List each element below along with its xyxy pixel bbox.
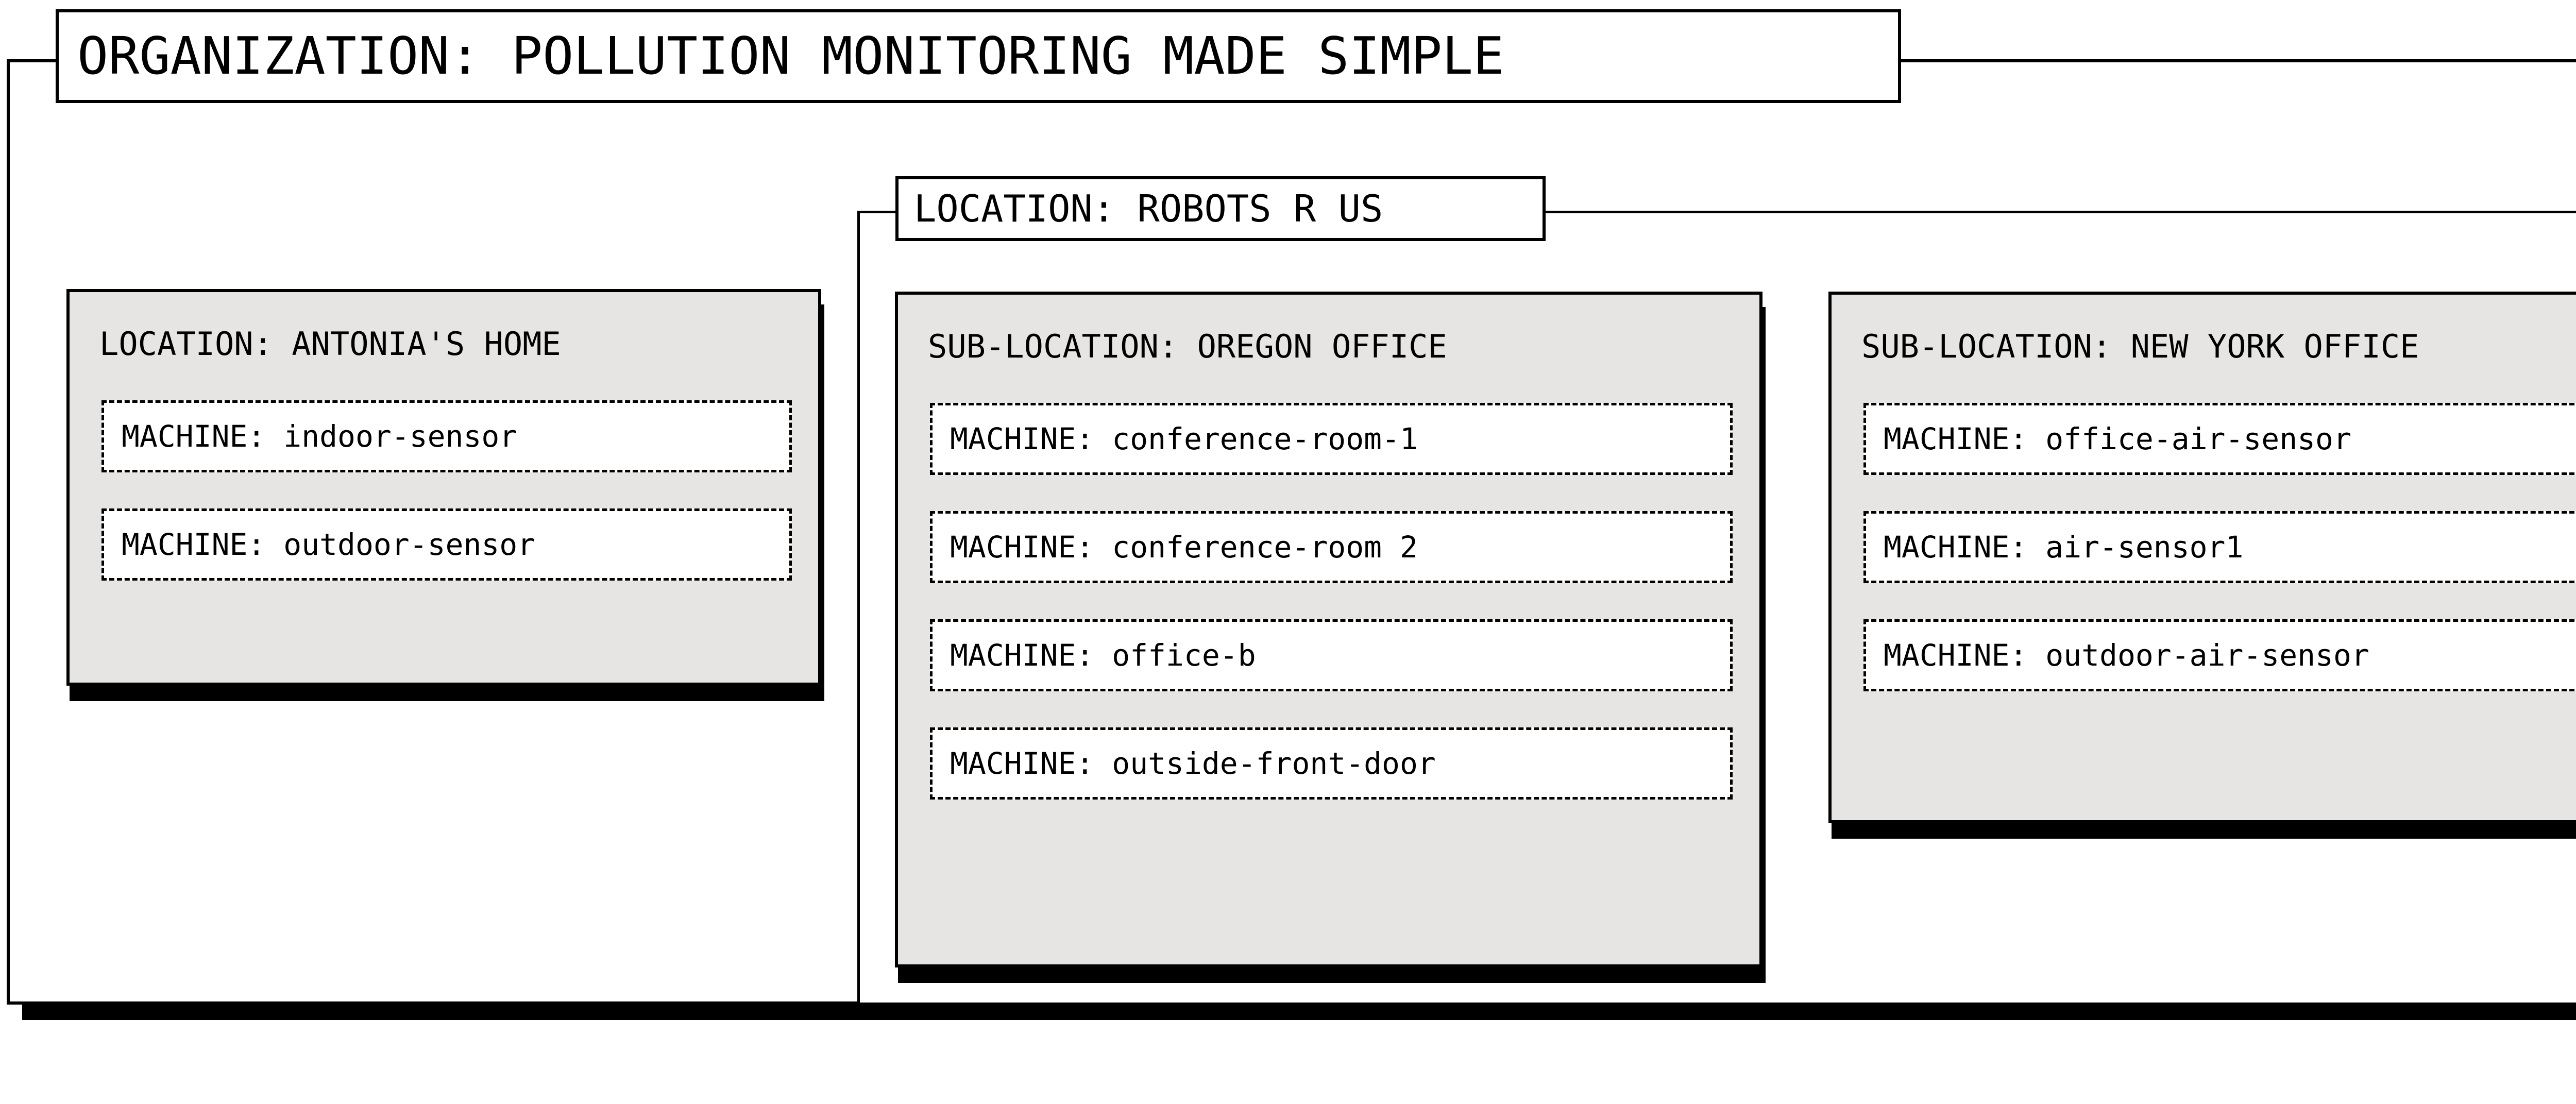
machine-label: MACHINE: air-sensor1 bbox=[1884, 530, 2244, 565]
machine-office-b[interactable]: MACHINE: office-b bbox=[930, 619, 1733, 691]
sublocation-oregon-office[interactable]: SUB-LOCATION: OREGON OFFICE MACHINE: con… bbox=[895, 292, 1762, 967]
page-title: ORGANIZATION: POLLUTION MONITORING MADE … bbox=[77, 26, 1504, 86]
location-antonias-home[interactable]: LOCATION: ANTONIA'S HOME MACHINE: indoor… bbox=[66, 289, 821, 686]
location-robots-r-us-label-text: LOCATION: ROBOTS R US bbox=[914, 187, 1383, 230]
machine-indoor-sensor[interactable]: MACHINE: indoor-sensor bbox=[101, 400, 792, 472]
machine-conference-room-2[interactable]: MACHINE: conference-room 2 bbox=[930, 511, 1733, 583]
machine-label: MACHINE: indoor-sensor bbox=[122, 419, 518, 454]
machine-outside-front-door[interactable]: MACHINE: outside-front-door bbox=[930, 727, 1733, 800]
location-robots-r-us-label[interactable]: LOCATION: ROBOTS R US bbox=[895, 176, 1546, 241]
sublocation-new-york-office[interactable]: SUB-LOCATION: NEW YORK OFFICE MACHINE: o… bbox=[1828, 292, 2576, 823]
sublocation-new-york-office-heading: SUB-LOCATION: NEW YORK OFFICE bbox=[1861, 328, 2419, 365]
location-robots-r-us[interactable]: SUB-LOCATION: OREGON OFFICE MACHINE: con… bbox=[857, 211, 2576, 1005]
machine-air-sensor1[interactable]: MACHINE: air-sensor1 bbox=[1863, 511, 2576, 583]
machine-label: MACHINE: office-b bbox=[950, 638, 1256, 673]
machine-label: MACHINE: outdoor-sensor bbox=[122, 527, 536, 562]
machine-conference-room-1[interactable]: MACHINE: conference-room-1 bbox=[930, 403, 1733, 475]
machine-office-air-sensor[interactable]: MACHINE: office-air-sensor bbox=[1863, 403, 2576, 475]
machine-label: MACHINE: conference-room-1 bbox=[950, 421, 1418, 456]
machine-outdoor-sensor[interactable]: MACHINE: outdoor-sensor bbox=[101, 508, 792, 581]
machine-outdoor-air-sensor[interactable]: MACHINE: outdoor-air-sensor bbox=[1863, 619, 2576, 691]
organization-title-label[interactable]: ORGANIZATION: POLLUTION MONITORING MADE … bbox=[56, 9, 1901, 103]
sublocation-oregon-office-heading: SUB-LOCATION: OREGON OFFICE bbox=[928, 328, 1447, 365]
location-antonias-home-heading: LOCATION: ANTONIA'S HOME bbox=[99, 325, 561, 363]
machine-label: MACHINE: outdoor-air-sensor bbox=[1884, 638, 2369, 673]
machine-label: MACHINE: office-air-sensor bbox=[1884, 421, 2351, 456]
machine-label: MACHINE: outside-front-door bbox=[950, 746, 1436, 781]
machine-label: MACHINE: conference-room 2 bbox=[950, 530, 1418, 565]
organization-box: LOCATION: ANTONIA'S HOME MACHINE: indoor… bbox=[7, 59, 2576, 1005]
